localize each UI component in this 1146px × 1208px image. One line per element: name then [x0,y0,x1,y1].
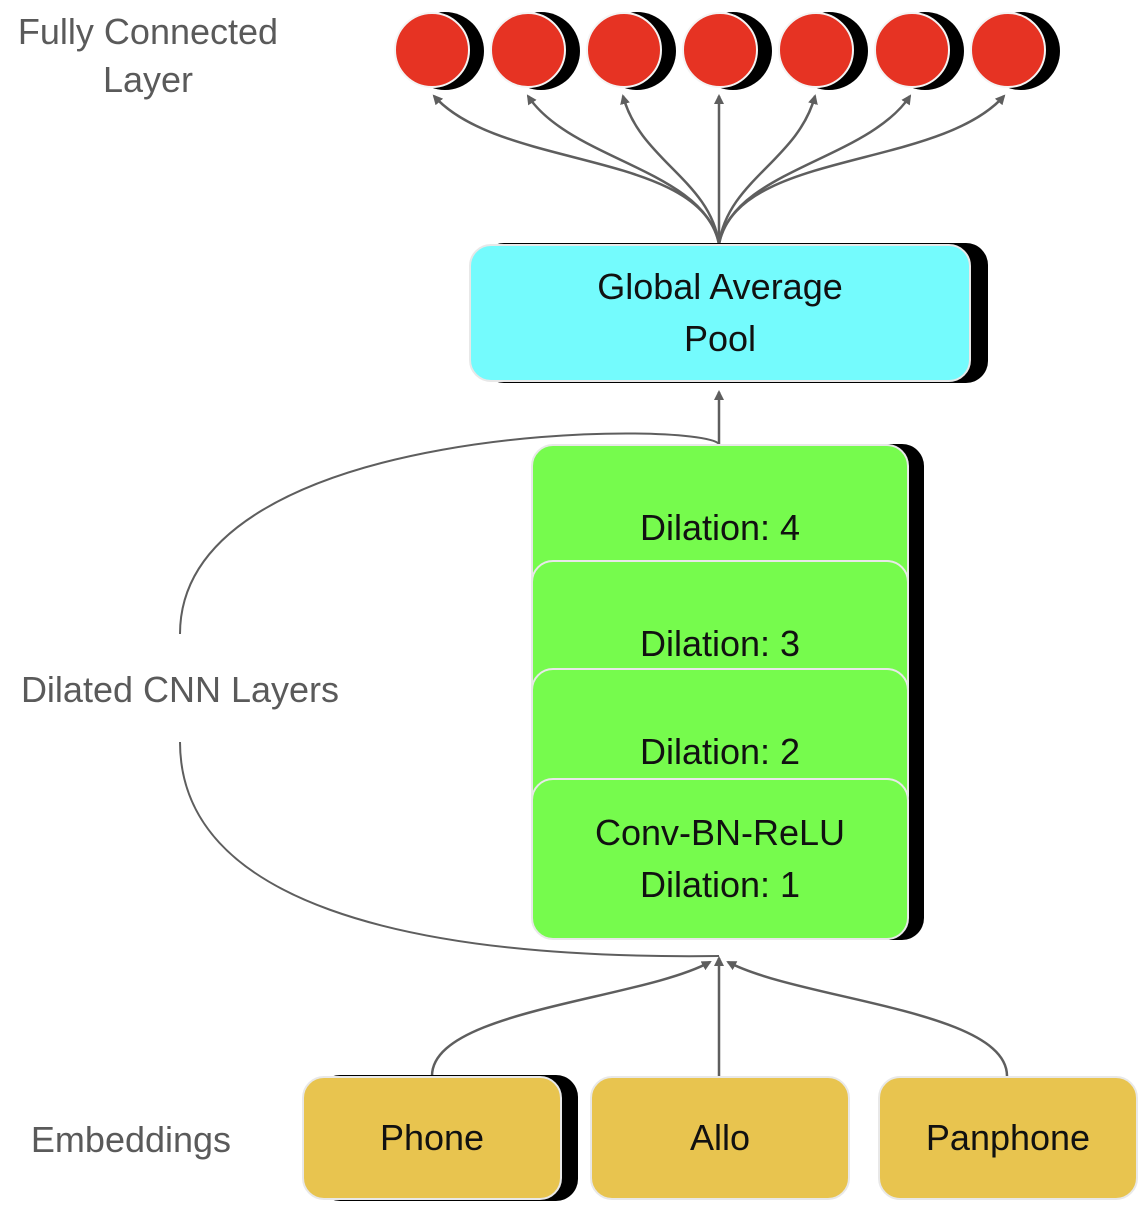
embedding-label: Phone [379,1117,485,1158]
embeddings-label: Embeddings [30,1119,232,1160]
edge-phone-to-cnn [430,960,712,1077]
neuron-3 [586,12,678,92]
neuron-circle [970,12,1046,88]
edge-pool-to-neuron-2 [526,94,721,245]
embedding-phone-node: Phone [302,1076,562,1200]
edge-pool-to-neuron-1 [432,94,721,245]
dilated-cnn-label: Dilated CNN Layers [20,669,340,710]
neuron-1 [394,12,486,92]
cnn-layer-label-line2: Dilation: 1 [639,864,801,905]
cnn-layer-label: Dilation: 2 [639,731,801,772]
global-average-pool-node: Global Average Pool [469,244,971,382]
fully-connected-label-line1: Fully Connected [17,11,279,52]
embedding-panphone-node: Panphone [878,1076,1138,1200]
neuron-5 [778,12,870,92]
neuron-2 [490,12,582,92]
edge-pool-to-neuron-3 [620,94,721,245]
embedding-label: Allo [689,1117,751,1158]
cnn-layer-dilation-1: Conv-BN-ReLU Dilation: 1 [531,778,909,940]
embedding-allo-node: Allo [590,1076,850,1200]
cnn-group-bracket-upper [179,432,720,635]
cnn-layer-label: Dilation: 3 [639,623,801,664]
pool-label-line1: Global Average [597,266,843,307]
neuron-circle [778,12,854,88]
embedding-label: Panphone [925,1117,1091,1158]
edge-pool-to-neuron-7 [717,94,1006,245]
neuron-circle [682,12,758,88]
cnn-group-bracket-lower [179,741,720,958]
neuron-6 [874,12,966,92]
cnn-layer-label-line1: Conv-BN-ReLU [594,812,846,853]
edge-panphone-to-cnn [726,960,1009,1077]
fully-connected-label: Fully Connected Layer [0,8,296,104]
neuron-circle [874,12,950,88]
neuron-circle [490,12,566,88]
cnn-layer-label: Dilation: 4 [639,507,801,548]
neuron-7 [970,12,1062,92]
edge-pool-to-neuron-5 [717,94,818,245]
neuron-circle [394,12,470,88]
pool-label-line2: Pool [683,318,757,359]
neuron-circle [586,12,662,88]
neuron-4 [682,12,774,92]
fully-connected-label-line2: Layer [102,59,194,100]
